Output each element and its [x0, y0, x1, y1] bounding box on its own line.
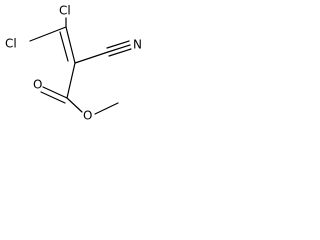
- bond-c1-c2: [65, 26, 76, 64]
- atom-cl-left: Cl: [5, 37, 17, 51]
- atom-cl-top: Cl: [59, 4, 71, 18]
- atom-ester-o: O: [83, 109, 92, 123]
- bond-c3-o-carbonyl-second: [40, 91, 66, 104]
- atom-carbonyl-o: O: [33, 78, 42, 92]
- bond-c2-cn: [74, 51, 109, 64]
- structure-diagram: Cl Cl N O O: [0, 0, 162, 155]
- bond-c1-c2-second: [59, 31, 69, 62]
- atom-labels: Cl Cl N O O: [5, 4, 142, 123]
- bond-cn-triple-1: [107, 44, 131, 53]
- atom-nitrile-n: N: [133, 38, 142, 52]
- molecule-svg: Cl Cl N O O: [5, 4, 142, 123]
- bond-c2-c3: [66, 62, 76, 99]
- bond-cn-triple-2: [106, 40, 130, 49]
- bond-o-methyl: [94, 102, 119, 115]
- bonds: [29, 17, 132, 115]
- bond-cn-triple-3: [108, 48, 132, 57]
- bond-c1-cl-left: [29, 26, 67, 42]
- bond-c3-o-carbonyl: [42, 86, 68, 99]
- bond-c3-o-ester: [66, 97, 83, 113]
